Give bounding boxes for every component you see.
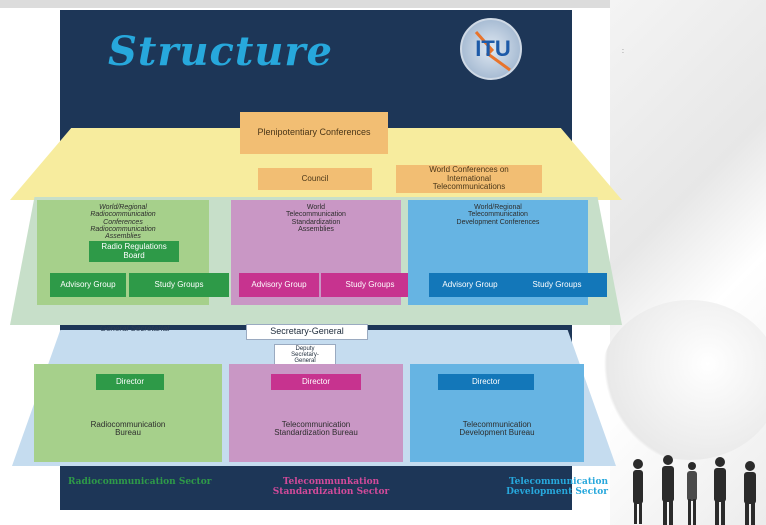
development-bureau-label: Telecommunication Development Bureau [459,420,535,438]
radio-assemblies-label: Radiocommunication Assemblies [90,226,156,241]
secretary-general-box: Secretary-General [246,324,368,340]
standardization-bureau-column: Director Telecommunication Standardizati… [229,364,403,462]
standardization-sector-label: Telecommunkation Standardization Sector [272,477,390,497]
standardization-director-box: Director [271,374,361,390]
standardization-column: World Telecommunication Standardization … [231,200,419,305]
radio-sector-label: Radiocommunication Sector [68,477,212,487]
deputy-secretary-general-box: Deputy Secretary-General [274,344,336,366]
radio-bureau-column: Director Radiocommunication Bureau [34,364,222,462]
radio-column: World/Regional Radiocommunication Confer… [37,200,229,305]
business-people-image [633,455,756,525]
radio-bureau-label: Radiocommunication Bureau [90,420,166,438]
radio-regulations-board: Radio Regulations Board [89,241,179,262]
development-conferences-label: World/Regional Telecommunication Develop… [456,204,540,226]
radio-conferences-label: World/Regional Radiocommunication Confer… [90,204,156,226]
wcit-box: World Conferences on International Telec… [396,165,542,193]
standardization-assemblies-label: World Telecommunication Standardization … [286,204,346,234]
standardization-study-groups: Study Groups [321,273,419,297]
plenipotentiary-box: Plenipotentiary Conferences [240,112,388,154]
background-swirl [600,300,766,460]
standardization-bureau-label: Telecommunication Standardization Bureau [274,420,358,438]
page-title: Structure [108,28,333,75]
radio-study-groups: Study Groups [129,273,229,297]
development-study-groups: Study Groups [507,273,607,297]
itu-logo: ITU [460,18,522,80]
general-secretariat-label: General Secretariat [100,324,170,333]
lightning-icon [474,31,511,72]
logo-text: ITU [475,36,511,61]
radio-director-box: Director [96,374,164,390]
radio-advisory-group: Advisory Group [50,273,126,297]
development-advisory-group: Advisory Group [429,273,511,297]
edge-mark: : [622,48,624,55]
development-bureau-column: Director Telecommunication Development B… [410,364,584,462]
development-column: World/Regional Telecommunication Develop… [408,200,607,305]
development-director-box: Director [438,374,534,390]
top-border [0,0,766,8]
council-box: Council [258,168,372,190]
development-sector-label: Telecommunication Development Sector [506,477,608,497]
standardization-advisory-group: Advisory Group [239,273,319,297]
